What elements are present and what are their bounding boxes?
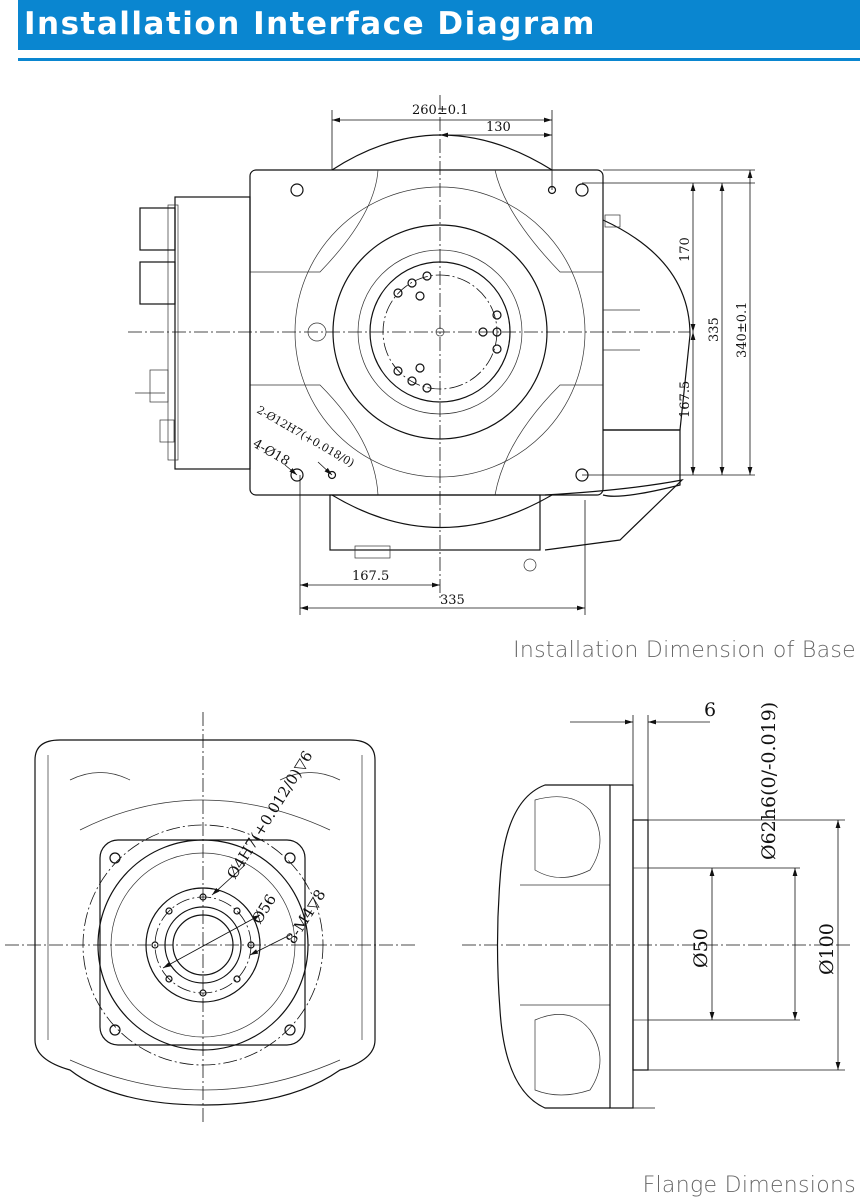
dim-threads: 8-M4▽8 xyxy=(282,886,329,947)
title-underline xyxy=(18,58,860,61)
dim-outer: Ø100 xyxy=(816,923,838,975)
flange-caption: Flange Dimensions xyxy=(642,1173,856,1198)
base-dimensions: 260±0.1 130 170 335 340±0.1 167.5 2-Ø12H… xyxy=(250,103,755,615)
dim-bolt-holes: 4-Ø18 xyxy=(250,436,292,469)
page-title: Installation Interface Diagram xyxy=(24,6,596,42)
dim-pcd: Ø56 xyxy=(248,891,280,927)
flange-side-view xyxy=(462,784,852,1109)
flange-front-view xyxy=(5,712,415,1125)
dim-right-lower: 167.5 xyxy=(678,381,693,418)
dim-top-width: 260±0.1 xyxy=(412,103,468,118)
dim-inner: Ø50 xyxy=(690,928,712,968)
title-banner: Installation Interface Diagram xyxy=(18,0,860,50)
base-top-view xyxy=(128,95,691,600)
flange-side-dimensions: 6 Ø62h6(0/-0.019) Ø50 Ø100 xyxy=(570,699,845,1109)
dim-right-upper: 170 xyxy=(678,237,693,262)
dim-top-half: 130 xyxy=(486,120,511,135)
dim-spigot: Ø62h6(0/-0.019) xyxy=(758,702,780,860)
dim-plate-thickness: 6 xyxy=(704,699,716,721)
base-caption: Installation Dimension of Base xyxy=(513,638,856,663)
dim-bottom-total: 335 xyxy=(440,593,465,608)
dim-pin-hole: Ø4H7(+0.012/0)▽6 xyxy=(223,748,316,883)
dim-right-total: 340±0.1 xyxy=(735,302,750,358)
dim-bottom-half: 167.5 xyxy=(352,569,389,584)
dim-right-mid: 335 xyxy=(707,317,722,342)
